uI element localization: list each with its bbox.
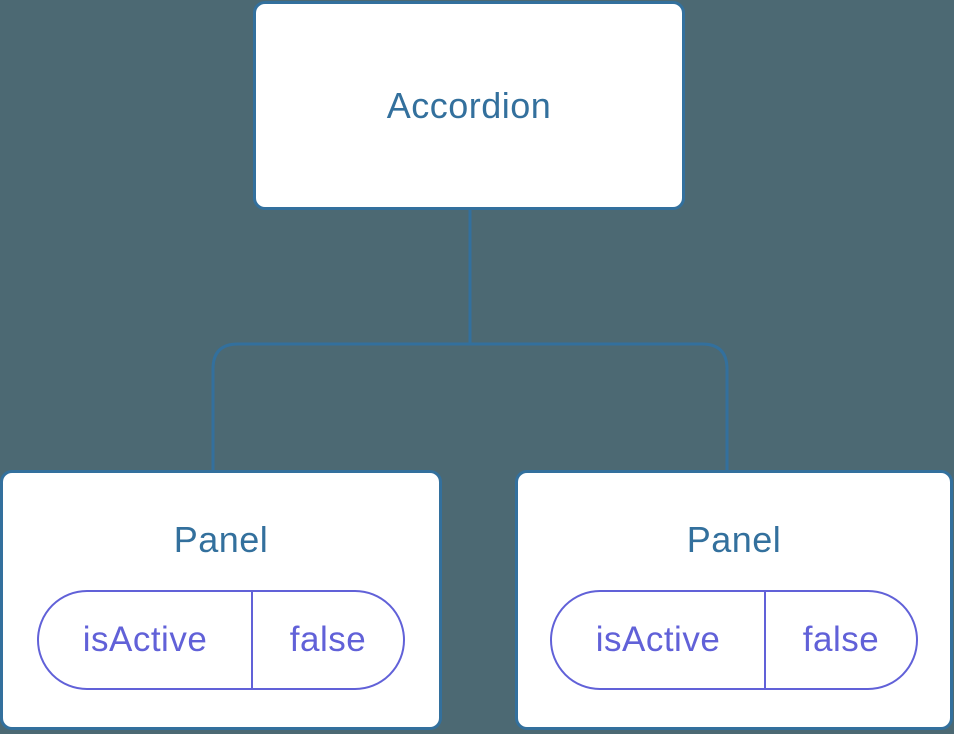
tree-node-accordion: Accordion [253,1,685,210]
panel-2-label: Panel [686,519,782,560]
state-pill-1: isActive false [37,590,405,690]
state-pill-2: isActive false [550,590,918,690]
connector-branches [211,342,729,470]
state-value-2: false [802,620,880,659]
tree-node-panel-1: Panel isActive false [0,470,442,730]
state-key-1: isActive [39,592,253,688]
panel-1-label: Panel [173,519,269,560]
tree-node-panel-2: Panel isActive false [515,470,953,730]
accordion-node-label: Accordion [386,84,552,126]
state-key-2: isActive [552,592,766,688]
state-value-1: false [289,620,367,659]
